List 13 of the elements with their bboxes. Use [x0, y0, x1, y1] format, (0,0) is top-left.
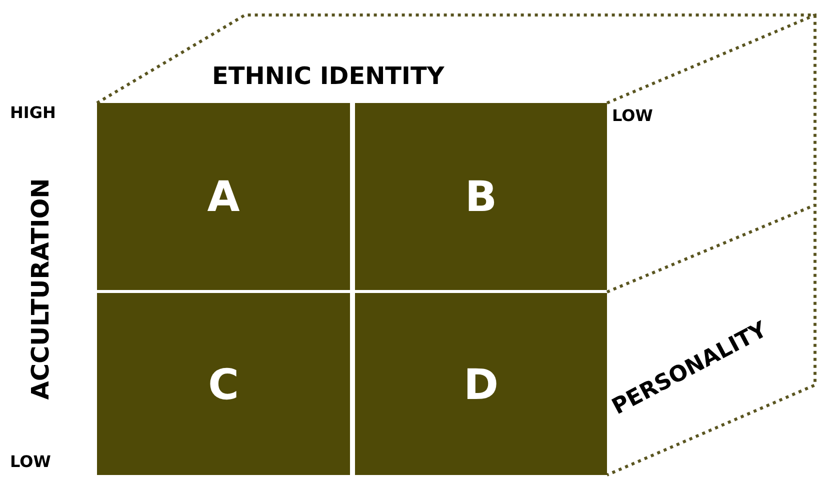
quadrant-letter: A: [207, 172, 240, 221]
quadrant-box: [355, 103, 607, 290]
axis-title: ACCULTURATION: [26, 178, 54, 400]
quadrant-box: [97, 103, 350, 290]
quadrant-letter: D: [464, 360, 498, 408]
quadrant-letter: B: [464, 172, 497, 221]
axis-end-label: LOW: [10, 452, 51, 471]
quadrant-box: [355, 293, 607, 475]
axis-title: ETHNIC IDENTITY: [212, 62, 444, 90]
axis-end-label: LOW: [612, 106, 653, 125]
quadrant-letter: C: [208, 360, 239, 408]
axis-end-label: HIGH: [10, 103, 56, 122]
quadrant-box: [97, 293, 350, 475]
